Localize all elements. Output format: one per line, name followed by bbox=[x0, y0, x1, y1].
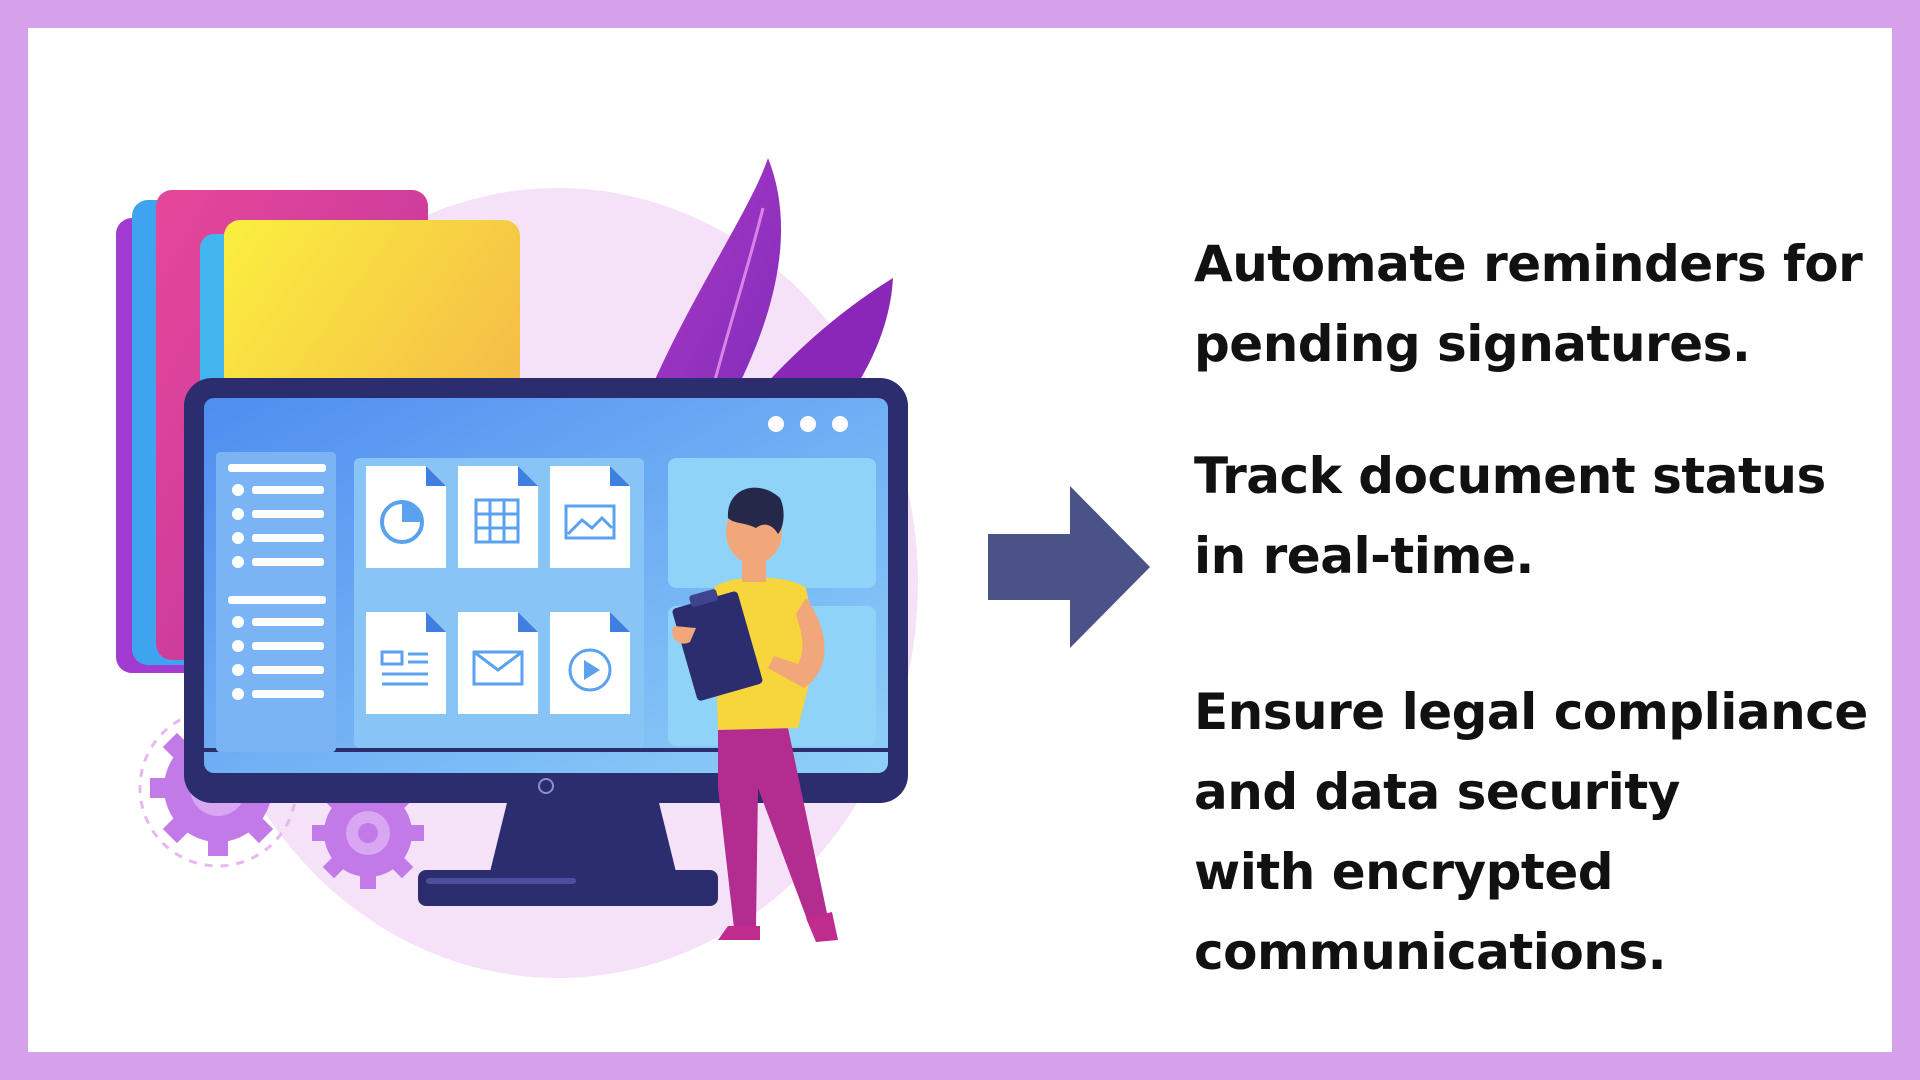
table-icon bbox=[458, 466, 538, 568]
file-icons bbox=[366, 466, 630, 714]
sidebar-list bbox=[228, 464, 326, 700]
person-hair bbox=[727, 487, 784, 534]
person-hand bbox=[672, 626, 696, 644]
clipboard-icon bbox=[672, 589, 763, 701]
person-shoe-left bbox=[718, 926, 760, 940]
document-management-illustration bbox=[116, 158, 918, 978]
image-icon bbox=[550, 466, 630, 568]
power-button-icon bbox=[538, 778, 554, 794]
person-arm bbox=[768, 598, 825, 688]
document-icon bbox=[366, 612, 446, 714]
pie-chart-icon bbox=[366, 466, 446, 568]
gear-icon bbox=[312, 777, 424, 889]
benefit-tracking: Track document status in real-time. bbox=[1194, 447, 1826, 585]
benefit-reminders: Automate reminders for pending signature… bbox=[1194, 235, 1863, 373]
person-shoe-right bbox=[806, 912, 838, 942]
person bbox=[672, 487, 838, 942]
person-legs bbox=[718, 728, 828, 928]
arrow-right-icon bbox=[988, 486, 1150, 648]
play-icon bbox=[550, 612, 630, 714]
benefit-compliance: Ensure legal compliance and data securit… bbox=[1194, 683, 1868, 981]
monitor-base bbox=[418, 870, 718, 906]
content-card: Automate reminders for pending signature… bbox=[28, 28, 1892, 1052]
window-dots bbox=[768, 416, 848, 432]
mail-icon bbox=[458, 612, 538, 714]
